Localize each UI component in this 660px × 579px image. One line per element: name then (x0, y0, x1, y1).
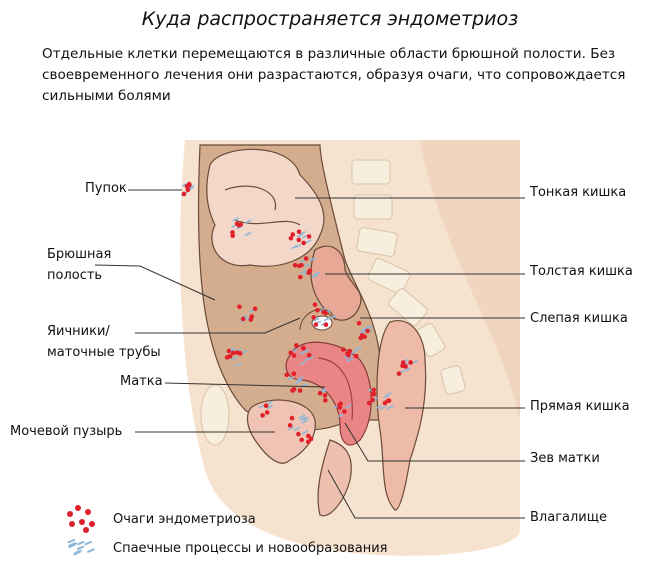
label-bladder: Мочевой пузырь (10, 424, 123, 439)
legend-label-foci: Очаги эндометриоза (113, 512, 256, 527)
diagram-description: Отдельные клетки перемещаются в различны… (42, 46, 626, 104)
diagram-title: Куда распространяется эндометриоз (141, 8, 519, 30)
label-small-intestine: Тонкая кишка (530, 185, 627, 200)
label-ovaries-2: маточные трубы (47, 345, 161, 360)
label-abdominal-cavity-2: полость (47, 268, 103, 283)
endometriosis-foci (180, 181, 418, 445)
label-cecum: Слепая кишка (530, 311, 628, 326)
legend-label-adhesions: Спаечные процессы и новообразования (113, 541, 388, 556)
label-large-intestine: Толстая кишка (530, 264, 633, 279)
adhesions-icon (67, 538, 95, 556)
label-cervix: Зев матки (530, 451, 600, 466)
rectum (376, 320, 427, 511)
label-rectum: Прямая кишка (530, 399, 630, 414)
label-uterus: Матка (120, 374, 163, 389)
label-vagina: Влагалище (530, 510, 607, 525)
spine (351, 159, 466, 395)
label-ovaries-1: Яичники/ (47, 324, 110, 339)
label-navel: Пупок (85, 181, 127, 196)
pelvic-bone (200, 384, 230, 446)
large-intestine (310, 245, 362, 321)
leader-lines (94, 189, 525, 519)
label-abdominal-cavity-1: Брюшная (47, 247, 112, 262)
endometriosis-foci-icon (67, 505, 95, 533)
small-intestine (206, 148, 325, 267)
